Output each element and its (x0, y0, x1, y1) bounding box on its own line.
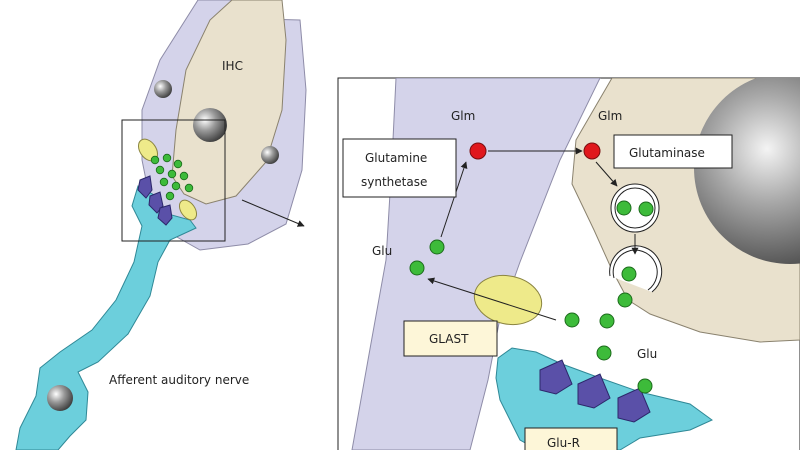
svg-text:GLAST: GLAST (429, 332, 469, 346)
svg-text:synthetase: synthetase (361, 175, 427, 189)
synthetase-arrow (440, 161, 468, 238)
afferent-nerve-fiber (15, 185, 197, 450)
glutamine-molecule-icon (469, 142, 487, 160)
svg-text:Glutaminase: Glutaminase (629, 146, 705, 160)
nerve-cell-nucleus-icon (47, 385, 73, 411)
synaptic-vesicle (610, 183, 660, 233)
hair-cell-nucleus-icon (193, 108, 227, 142)
glutamate-molecules (409, 200, 654, 394)
glast-label-box: GLAST (403, 320, 498, 357)
glm-label-right: Glm (598, 109, 622, 123)
glutamate-uptake-arrow (427, 277, 557, 321)
glutamate-dots-small (150, 153, 194, 201)
hair-cell-nucleus-large-icon (694, 78, 800, 264)
glu-r-label-box: Glu-R (524, 427, 618, 450)
supporting-cell-nucleus-icon (261, 146, 279, 164)
glutaminase-label-box: Glutaminase (613, 134, 733, 169)
glu-label-right: Glu (637, 347, 657, 361)
glutamine-synthetase-label-box: Glutamine synthetase (342, 138, 457, 198)
synaptic-vesicle-fusing (609, 245, 663, 293)
glutamate-receptors (539, 359, 651, 423)
glu-label-left: Glu (372, 244, 392, 258)
glutaminase-arrow (595, 161, 618, 187)
overview-panel: IHC Afferent auditory nerve (15, 0, 307, 450)
svg-text:Glu-R: Glu-R (547, 436, 580, 450)
svg-text:Glutamine: Glutamine (365, 151, 427, 165)
zoom-arrow (241, 199, 305, 227)
receptors-small (137, 175, 173, 226)
glast-transporter (473, 274, 543, 326)
glast-transporter-small (178, 199, 198, 221)
zoom-selection-box (121, 119, 226, 242)
glm-label-left: Glm (451, 109, 475, 123)
inner-hair-cell-overview (171, 0, 287, 205)
ihc-label: IHC (222, 59, 243, 73)
glutamine-molecule-icon (583, 142, 601, 160)
supporting-cell-nucleus-icon (154, 80, 172, 98)
afferent-nerve-label: Afferent auditory nerve (109, 373, 249, 387)
zoom-panel: Glutamine synthetase Glutaminase GLAST G… (337, 77, 800, 450)
